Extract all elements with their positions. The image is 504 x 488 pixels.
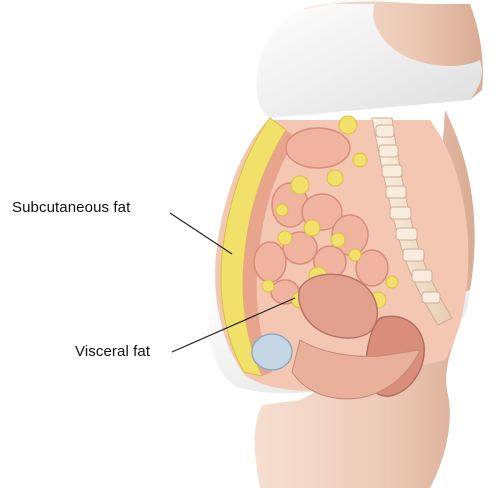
bladder <box>252 334 292 370</box>
stomach <box>286 128 350 168</box>
visceral-fat-label: Visceral fat <box>75 343 150 360</box>
subcutaneous-fat-label: Subcutaneous fat <box>12 199 130 216</box>
